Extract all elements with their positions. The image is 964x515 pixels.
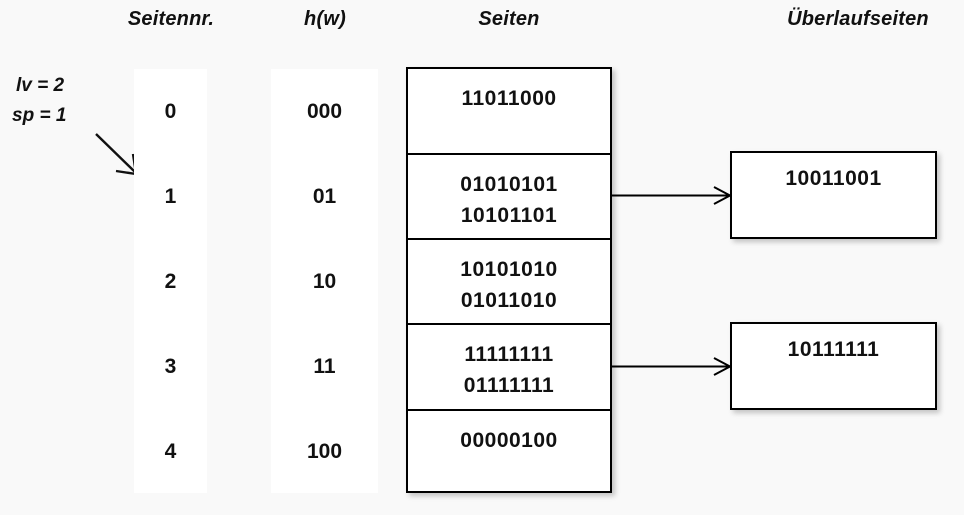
page-row: 11111111 01111111 bbox=[408, 323, 610, 409]
record-value: 00000100 bbox=[460, 429, 558, 452]
record-value: 01010101 bbox=[460, 173, 558, 196]
hash-value-cell: 10 bbox=[312, 270, 337, 293]
arrow-right-icon bbox=[610, 357, 733, 376]
record-value: 10011001 bbox=[785, 167, 882, 190]
record-value: 10101010 bbox=[460, 258, 558, 281]
page-number-cell: 0 bbox=[164, 100, 177, 123]
column-header-seiten: Seiten bbox=[478, 8, 540, 30]
annotation-lv: lv = 2 bbox=[16, 75, 65, 96]
page-number-cell: 3 bbox=[164, 355, 177, 378]
column-header-hw: h(w) bbox=[304, 8, 346, 30]
column-header-seitennr: Seitennr. bbox=[127, 8, 215, 30]
page-number-cell: 2 bbox=[164, 270, 177, 293]
column-header-ueberlaufseiten: Überlaufseiten bbox=[787, 8, 929, 30]
overflow-page-box: 10111111 bbox=[730, 322, 937, 410]
overflow-page-box: 10011001 bbox=[730, 151, 937, 239]
column-strip-seitennr bbox=[134, 69, 207, 493]
record-value: 01011010 bbox=[460, 289, 558, 312]
page-row: 00000100 bbox=[408, 409, 610, 493]
annotation-sp: sp = 1 bbox=[12, 105, 67, 126]
hash-value-cell: 11 bbox=[313, 355, 336, 378]
page-number-cell: 4 bbox=[164, 440, 177, 463]
column-strip-hw bbox=[271, 69, 378, 493]
page-row: 11011000 bbox=[408, 69, 610, 153]
record-value: 01111111 bbox=[463, 374, 555, 397]
record-value: 10101101 bbox=[460, 204, 558, 227]
hash-value-cell: 000 bbox=[306, 100, 343, 123]
hash-value-cell: 100 bbox=[306, 440, 343, 463]
record-value: 10111111 bbox=[787, 338, 880, 361]
page-row: 10101010 01011010 bbox=[408, 238, 610, 323]
pages-bucket-box: 11011000 01010101 10101101 10101010 0101… bbox=[406, 67, 612, 493]
arrow-right-icon bbox=[610, 186, 733, 205]
record-value: 11111111 bbox=[464, 343, 554, 366]
page-number-cell: 1 bbox=[164, 185, 177, 208]
page-row: 01010101 10101101 bbox=[408, 153, 610, 238]
hash-value-cell: 01 bbox=[312, 185, 337, 208]
record-value: 11011000 bbox=[461, 87, 557, 110]
